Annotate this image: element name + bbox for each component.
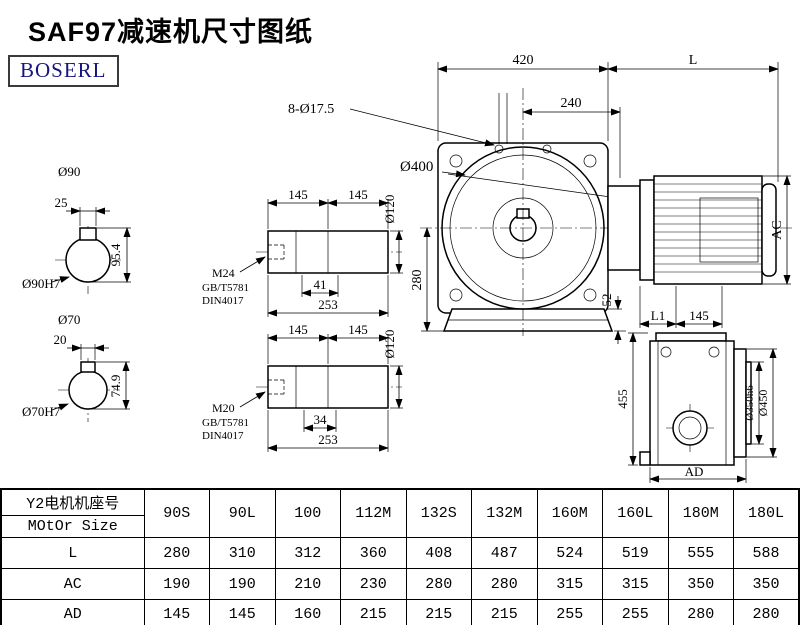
cell: 524 [536,537,603,569]
col-header: 160L [602,488,669,538]
col-header: 90S [143,488,210,538]
dim-shaft1-len1: 145 [288,187,308,202]
cell: 487 [471,537,538,569]
cell: 555 [667,537,734,569]
motor-size-header: Y2电机机座号 MOtOr Size [0,488,145,538]
dim-side-width: AD [685,464,704,479]
dim-outer-dia-70: Ø70 [58,312,80,327]
dim-key-height-90: 95.4 [108,243,123,266]
col-header: 90L [209,488,276,538]
dim-shaft1-thread-len: 41 [314,277,327,292]
dim-half-width: 240 [561,96,582,111]
cell: 519 [602,537,669,569]
col-header: 100 [274,488,341,538]
row-label: AC [0,568,145,600]
col-header: 180M [667,488,734,538]
dim-shaft1-total: 253 [318,297,338,312]
cell: 210 [274,568,341,600]
cell: 315 [602,568,669,600]
table-row: AC 190 190 210 230 280 280 315 315 350 3… [0,568,800,600]
cell: 312 [274,537,341,569]
cell: 360 [340,537,407,569]
dim-shaft2-total: 253 [318,432,338,447]
row-label: AD [0,599,145,625]
cell: 160 [274,599,341,625]
col-header: 112M [340,488,407,538]
motor-size-header-en: MOtOr Size [27,518,118,535]
label-shaft1-std2: DIN4017 [202,295,244,307]
dim-key-width-70: 20 [54,332,67,347]
dim-bolt-holes: 8-Ø17.5 [288,102,334,117]
cell: 215 [340,599,407,625]
cell: 350 [733,568,800,600]
dim-bore-70: Ø70H7 [22,404,61,419]
label-shaft1-thread: M24 [212,266,235,280]
dim-foot-height: 52 [599,294,614,307]
dim-l1: L1 [651,308,665,323]
dim-key-width-90: 25 [55,195,68,210]
dim-shaft1-len2: 145 [348,187,368,202]
cell: 215 [471,599,538,625]
cell: 280 [733,599,800,625]
cell: 190 [143,568,210,600]
hollow-shaft-90-view: 25 Ø90 95.4 Ø90H7 [22,164,131,294]
dim-shaft2-dia: Ø120 [382,330,397,359]
shaft-m24-view: 145 145 Ø120 M24 GB/T5781 DIN4017 41 253 [202,187,403,317]
cell: 315 [536,568,603,600]
cell: 408 [405,537,472,569]
dim-spigot-dia: Ø350h6 [744,385,756,421]
page-title: SAF97减速机尺寸图纸 [28,17,314,47]
dimension-table: Y2电机机座号 MOtOr Size 90S 90L 100 112M 132S… [0,488,800,625]
row-label: L [0,537,145,569]
dim-side-height: 455 [615,389,630,409]
side-view: 455 Ø350h6 Ø450 AD [615,332,777,483]
technical-drawing: 25 Ø90 95.4 Ø90H7 20 Ø70 74.9 [22,53,792,483]
cell: 190 [209,568,276,600]
dim-center-height: 280 [410,270,425,291]
dim-flange-od: Ø450 [756,390,770,417]
cell: 310 [209,537,276,569]
label-shaft2-thread: M20 [212,401,235,415]
dim-flange-dia: Ø400 [400,159,433,175]
cell: 280 [143,537,210,569]
front-view: 420 L 240 8-Ø17.5 Ø400 280 52 [288,53,792,344]
shaft-m20-view: 145 145 Ø120 M20 GB/T5781 DIN4017 34 253 [202,322,403,452]
cell: 145 [143,599,210,625]
cell: 255 [536,599,603,625]
dim-motor-height: AC [770,220,785,239]
hollow-shaft-70-view: 20 Ø70 74.9 Ø70H7 [22,312,130,422]
label-shaft2-std1: GB/T5781 [202,417,249,429]
cell: 280 [667,599,734,625]
dim-motor-len: L [689,53,698,68]
cell: 230 [340,568,407,600]
dim-outer-dia-90: Ø90 [58,164,80,179]
dim-shaft2-thread-len: 34 [314,412,328,427]
table-row: AD 145 145 160 215 215 215 255 255 280 2… [0,599,800,625]
cell: 350 [667,568,734,600]
table-row: L 280 310 312 360 408 487 524 519 555 58… [0,537,800,569]
cell: 145 [209,599,276,625]
dim-flange-width: 420 [513,53,534,68]
motor-size-header-cn: Y2电机机座号 [2,490,144,516]
dim-shaft1-dia: Ø120 [382,195,397,224]
cell: 280 [471,568,538,600]
dim-bore-90: Ø90H7 [22,276,61,291]
label-shaft1-std1: GB/T5781 [202,282,249,294]
col-header: 132M [471,488,538,538]
cell: 215 [405,599,472,625]
col-header: 160M [536,488,603,538]
cell: 588 [733,537,800,569]
col-header: 132S [405,488,472,538]
dim-shaft2-len1: 145 [288,322,308,337]
label-shaft2-std2: DIN4017 [202,430,244,442]
dim-145: 145 [689,308,709,323]
brand-logo: BOSERL [8,55,119,87]
cell: 280 [405,568,472,600]
dim-shaft2-len2: 145 [348,322,368,337]
dim-key-height-70: 74.9 [108,375,123,398]
col-header: 180L [733,488,800,538]
cell: 255 [602,599,669,625]
